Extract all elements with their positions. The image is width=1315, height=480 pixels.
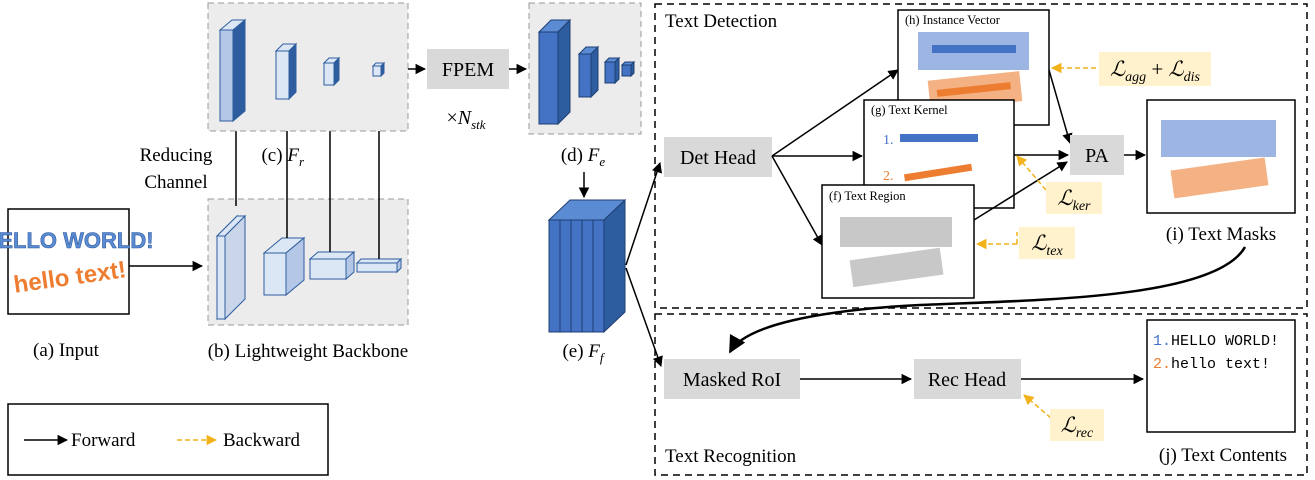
enhanced-feature-3: [603, 56, 621, 85]
det-head-block: [664, 137, 772, 177]
masked-roi-block: [664, 359, 800, 399]
masks-caption: (i) Text Masks: [1166, 224, 1276, 245]
det-to-instance-arrow: [771, 69, 899, 157]
recognition-section: [654, 313, 1308, 476]
reduced-feature-4: [371, 61, 386, 78]
legend-forward-label: Forward: [71, 430, 136, 451]
detection-title: Text Detection: [665, 11, 778, 32]
text-region-label: (f) Text Region: [829, 189, 906, 203]
loss-tex-label: ℒtex: [1031, 231, 1063, 259]
loss-rec-backward-arrow: [1023, 394, 1052, 419]
pa-label: PA: [1085, 145, 1109, 167]
region-to-pa-arrow: [973, 161, 1068, 221]
contents-caption: (j) Text Contents: [1159, 445, 1287, 466]
enhanced-feature-2: [577, 45, 600, 99]
instance-vector-bar-blue: [932, 45, 1016, 53]
kernel-item-1-label: 1.: [883, 133, 894, 148]
mask-box-orange: [1170, 157, 1269, 199]
input-image: HELLO WORLD! hello text!: [0, 208, 154, 315]
enhanced-feature-4: [620, 60, 636, 78]
loss-rec-label: ℒrec: [1061, 413, 1094, 441]
backbone-layer-2: [262, 236, 306, 297]
reduced-feature-1: [218, 18, 247, 123]
enhanced-feature-1: [537, 18, 572, 126]
text-contents-output: [1146, 319, 1296, 433]
reduced-feature-3: [322, 56, 341, 87]
reduced-feature-2: [274, 42, 298, 101]
kernel-item-2-label: 2.: [883, 169, 894, 184]
fused-feature: [547, 198, 627, 334]
loss-agg-dis-box: [1099, 52, 1211, 86]
fpem-repeat-label: ×Nstk: [446, 107, 485, 132]
masks-to-roi-curve-arrow: [728, 246, 1247, 354]
instance-to-pa-arrow: [1048, 69, 1073, 145]
instance-vector-label: (h) Instance Vector: [905, 13, 1001, 27]
input-caption: (a) Input: [33, 340, 100, 361]
backbone-layer-4: [355, 257, 403, 274]
input-text-hello-world: HELLO WORLD!: [0, 228, 154, 253]
rec-head-block: [914, 359, 1021, 399]
backbone-layer-3: [308, 250, 356, 281]
recognition-title: Text Recognition: [665, 446, 797, 467]
rec-head-label: Rec Head: [928, 369, 1006, 391]
text-kernel-label: (g) Text Kernel: [871, 103, 948, 117]
masked-roi-label: Masked RoI: [683, 369, 781, 391]
reducing-label: Reducing: [140, 145, 213, 166]
legend-backward-label: Backward: [223, 430, 301, 451]
fused-to-det-arrow: [625, 162, 662, 266]
loss-tex-box: [1019, 227, 1075, 259]
fe-label: (d) Fe: [561, 145, 606, 169]
ff-label: (e) Ff: [562, 341, 605, 365]
channel-label: Channel: [144, 172, 207, 193]
loss-agg-dis-label: ℒagg + ℒdis: [1110, 57, 1200, 85]
fpem-block: [427, 49, 509, 89]
kernel-bar-2: [903, 163, 973, 182]
loss-rec-box: [1050, 409, 1104, 441]
pa-block: [1070, 135, 1124, 175]
kernel-bar-1: [900, 134, 978, 142]
backbone-layer-1: [215, 214, 247, 321]
backbone-caption: (b) Lightweight Backbone: [208, 341, 409, 362]
detection-section: [654, 3, 1308, 309]
fr-label: (c) Fr: [261, 145, 304, 169]
loss-ker-box: [1046, 182, 1102, 214]
mask-box-blue: [1161, 120, 1276, 157]
region-box-1: [840, 217, 952, 247]
loss-ker-label: ℒker: [1057, 186, 1091, 214]
content-line-2: 2.hello text!: [1153, 356, 1270, 373]
content-line-1: 1.HELLO WORLD!: [1153, 333, 1279, 350]
fpem-label: FPEM: [442, 59, 494, 81]
region-box-2: [849, 247, 944, 288]
det-head-label: Det Head: [680, 147, 756, 169]
det-to-region-arrow: [771, 155, 823, 246]
